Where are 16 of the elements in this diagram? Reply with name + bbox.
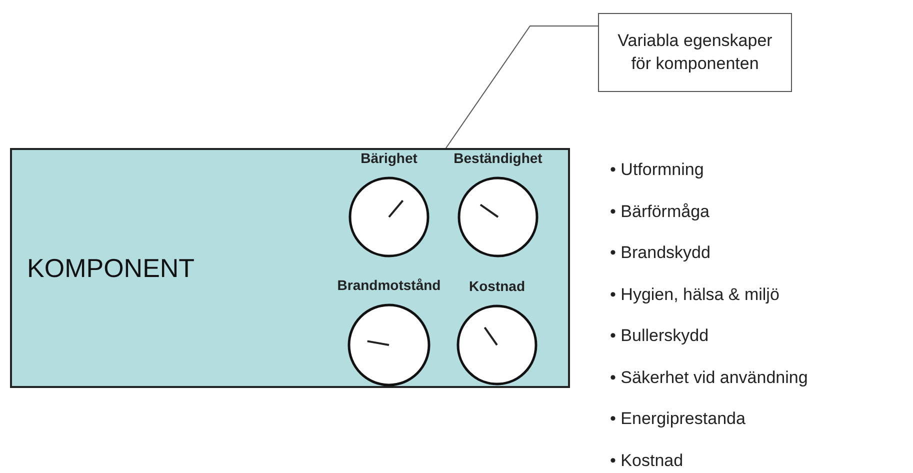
- panel-label: KOMPONENT: [27, 253, 195, 284]
- callout-box: Variabla egenskaper för komponenten: [598, 13, 792, 92]
- dial-label: Beständighet: [454, 150, 542, 166]
- bullet-item: • Energiprestanda: [610, 409, 746, 429]
- bullet-item: • Säkerhet vid användning: [610, 368, 808, 388]
- dial-label: Kostnad: [469, 278, 525, 294]
- bullet-item: • Bullerskydd: [610, 326, 709, 346]
- bullet-item: • Brandskydd: [610, 243, 710, 263]
- bullet-item: • Utformning: [610, 160, 704, 180]
- component-panel: [10, 148, 570, 388]
- bullet-item: • Hygien, hälsa & miljö: [610, 284, 780, 304]
- dial-label: Bärighet: [360, 150, 418, 166]
- leader-line: [446, 26, 598, 148]
- dial-label: Brandmotstånd: [337, 277, 441, 293]
- bullet-item: • Bärförmåga: [610, 202, 710, 222]
- bullet-item: • Kostnad: [610, 450, 684, 470]
